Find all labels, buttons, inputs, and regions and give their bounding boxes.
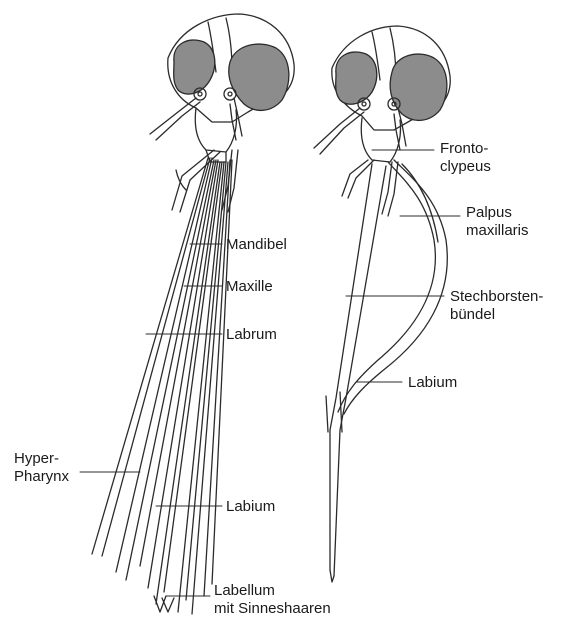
label-labrum: Labrum xyxy=(226,326,277,344)
label-palpus-line1: Palpus xyxy=(466,204,529,222)
label-hyperpharynx: Hyper- Pharynx xyxy=(14,450,69,486)
label-stechborstenbuendel: Stechborsten- bündel xyxy=(450,288,543,324)
right-leader-lines xyxy=(346,150,460,382)
right-left-eye xyxy=(336,52,377,104)
right-mouthparts xyxy=(326,160,447,582)
label-hyperpharynx-line2: Pharynx xyxy=(14,468,69,486)
label-labium-left-text: Labium xyxy=(226,498,275,516)
label-labrum-text: Labrum xyxy=(226,326,277,344)
label-frontoclypeus: Fronto- clypeus xyxy=(440,140,491,176)
label-labellum-line2: mit Sinneshaaren xyxy=(214,600,331,618)
label-maxille-text: Maxille xyxy=(226,278,273,296)
right-head xyxy=(314,26,450,162)
left-head xyxy=(150,14,294,162)
left-mouthparts xyxy=(92,150,238,614)
label-stechborsten-line2: bündel xyxy=(450,306,543,324)
label-labellum: Labellum mit Sinneshaaren xyxy=(214,582,331,618)
label-palpus-line2: maxillaris xyxy=(466,222,529,240)
right-compound-eye xyxy=(229,44,289,110)
label-stechborsten-line1: Stechborsten- xyxy=(450,288,543,306)
label-frontoclypeus-line2: clypeus xyxy=(440,158,491,176)
label-labellum-line1: Labellum xyxy=(214,582,331,600)
label-mandibel-text: Mandibel xyxy=(226,236,287,254)
label-palpus-maxillaris: Palpus maxillaris xyxy=(466,204,529,240)
label-hyperpharynx-line1: Hyper- xyxy=(14,450,69,468)
label-maxille: Maxille xyxy=(226,278,273,296)
left-compound-eye xyxy=(174,40,215,94)
label-labium-right-text: Labium xyxy=(408,374,457,392)
label-frontoclypeus-line1: Fronto- xyxy=(440,140,491,158)
label-mandibel: Mandibel xyxy=(226,236,287,254)
label-labium-right: Labium xyxy=(408,374,457,392)
label-labium-left: Labium xyxy=(226,498,275,516)
